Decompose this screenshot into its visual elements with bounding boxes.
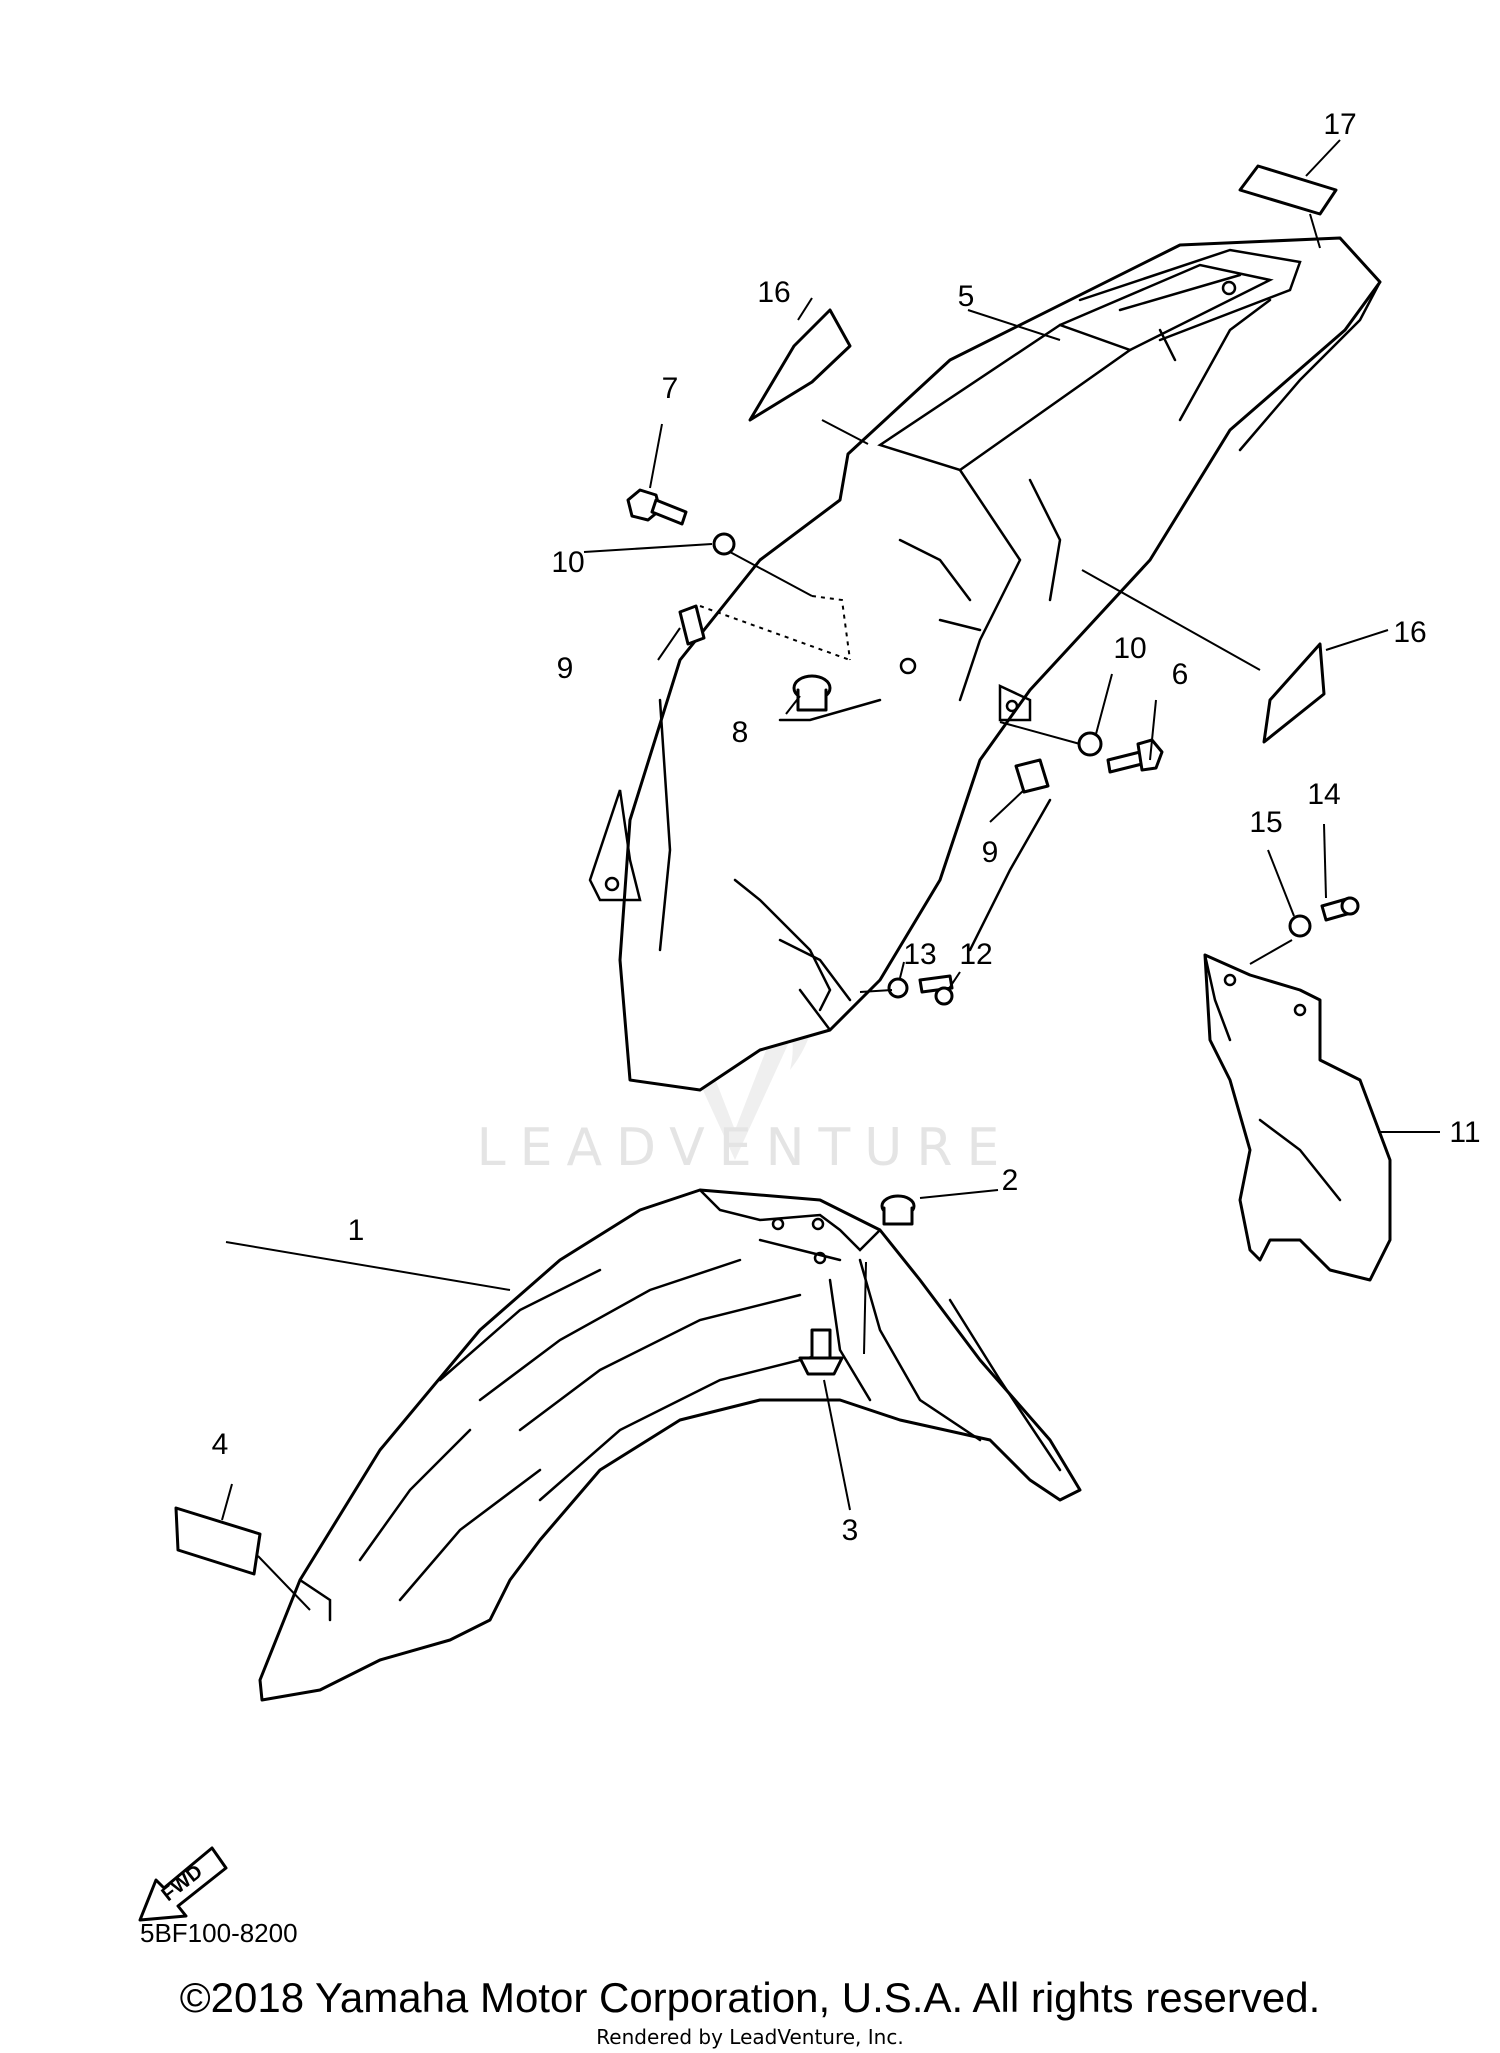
front-fender — [258, 1188, 1082, 1702]
rendered-by-notice: Rendered by LeadVenture, Inc. — [596, 2025, 904, 2049]
leader-lines — [221, 139, 1440, 1611]
callout-8: 8 — [732, 716, 749, 749]
callout-2: 2 — [1002, 1164, 1019, 1197]
callout-4: 4 — [212, 1428, 229, 1461]
decal-16-top — [748, 308, 852, 422]
callout-numbers: 1 2 3 4 5 6 7 8 9 9 10 10 11 12 13 14 15… — [212, 108, 1481, 1547]
collar-13 — [887, 977, 909, 999]
nut-9-left — [678, 604, 706, 646]
bolt-7 — [626, 488, 688, 526]
diagram-code: 5BF100-8200 — [140, 1918, 298, 1948]
rear-fender — [588, 236, 1382, 1092]
screw-12 — [918, 974, 954, 1006]
decal-17 — [1238, 164, 1338, 216]
collar-10-right — [1077, 731, 1103, 757]
fwd-arrow-icon: FWD — [138, 1846, 228, 1922]
watermark-text: LEADVENTURE — [477, 1118, 1014, 1178]
callout-7: 7 — [662, 372, 679, 405]
copyright-notice: ©2018 Yamaha Motor Corporation, U.S.A. A… — [179, 1974, 1321, 2021]
callout-15: 15 — [1249, 806, 1282, 839]
dashed-lines — [699, 595, 851, 661]
callout-10-right: 10 — [1113, 632, 1146, 665]
callout-13: 13 — [903, 938, 936, 971]
screw-14 — [1320, 896, 1360, 922]
callout-6: 6 — [1172, 658, 1189, 691]
callout-10-left: 10 — [551, 546, 584, 579]
nut-9-right — [1014, 758, 1050, 794]
mud-flap — [1203, 953, 1392, 1282]
decal-16-right — [1262, 642, 1326, 744]
grommet-2 — [880, 1194, 916, 1226]
callout-16-right: 16 — [1393, 616, 1426, 649]
callout-3: 3 — [842, 1514, 859, 1547]
callout-14: 14 — [1307, 778, 1340, 811]
callout-5: 5 — [958, 280, 975, 313]
callout-11: 11 — [1449, 1116, 1480, 1149]
bolt-6 — [1106, 738, 1164, 774]
callout-1: 1 — [348, 1214, 365, 1247]
callout-9-left: 9 — [557, 652, 574, 685]
grommet-8 — [792, 674, 832, 712]
callout-12: 12 — [959, 938, 992, 971]
callout-16-top: 16 — [757, 276, 790, 309]
bolt-3 — [798, 1328, 844, 1376]
decal-4 — [174, 1506, 262, 1576]
collar-10-left — [712, 532, 736, 556]
washer-15 — [1288, 914, 1312, 938]
callout-9-right: 9 — [982, 836, 999, 869]
callout-17: 17 — [1323, 108, 1356, 141]
